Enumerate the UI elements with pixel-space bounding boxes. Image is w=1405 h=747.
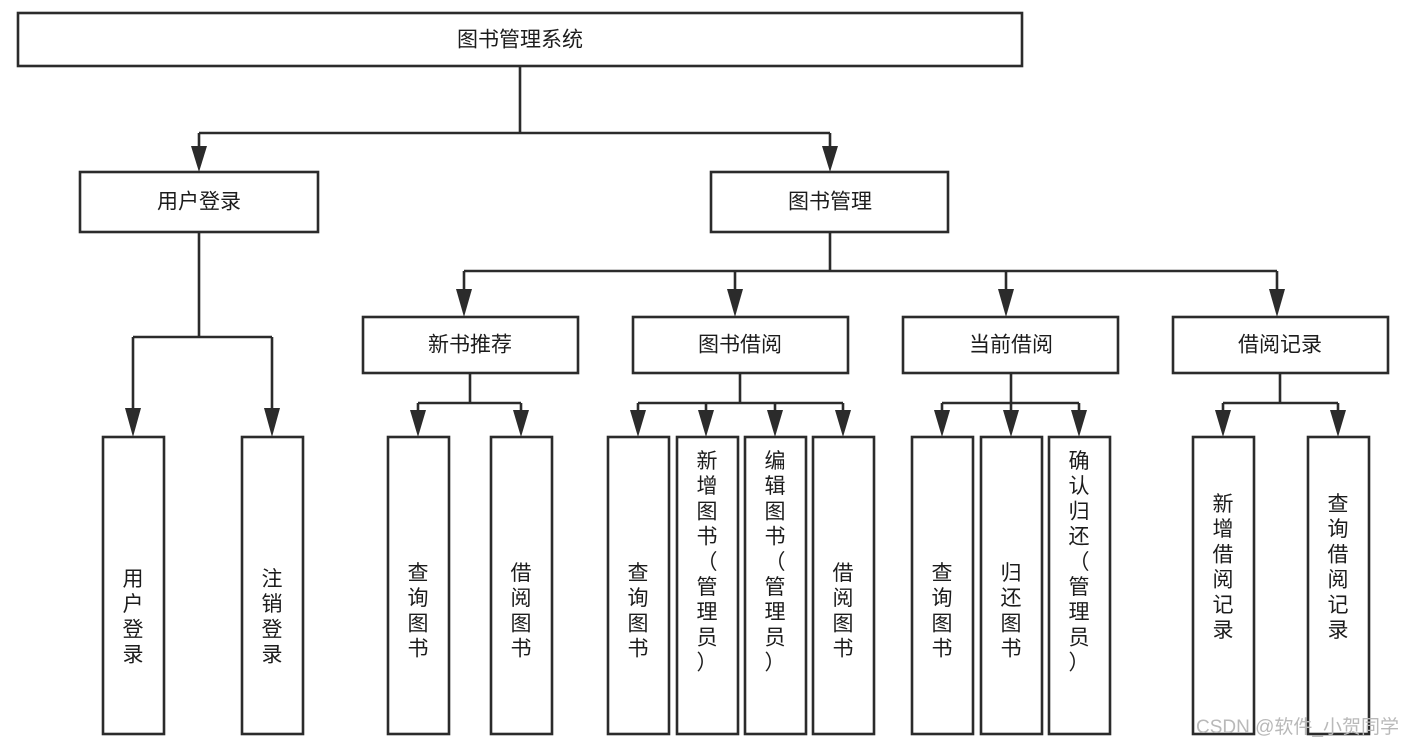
- arrow-head-leaf-logout-login: [264, 408, 280, 437]
- node-book-borrow-label: 图书借阅: [698, 334, 782, 357]
- node-leaf-query-book-2-box[interactable]: [606, 435, 671, 736]
- node-borrow-record-box[interactable]: [1171, 315, 1390, 375]
- arrow-head-book-manage: [822, 146, 838, 172]
- arrow-head-leaf-return-book: [1003, 410, 1019, 437]
- node-current-borrow-box[interactable]: [901, 315, 1120, 375]
- node-leaf-confirm-return[interactable]: 确认归还（管理员）: [1047, 435, 1112, 736]
- node-leaf-query-book-3[interactable]: 查询图书: [910, 435, 975, 736]
- node-leaf-user-login[interactable]: 用户登录: [101, 435, 166, 736]
- node-leaf-add-book-label: 新增图书（管理员）: [697, 450, 718, 675]
- node-leaf-logout-login-box[interactable]: [240, 435, 305, 736]
- node-leaf-query-book-3-label: 查询图书: [932, 562, 953, 661]
- node-leaf-confirm-return-box[interactable]: [1047, 435, 1112, 736]
- node-borrow-record-label: 借阅记录: [1238, 334, 1322, 357]
- node-leaf-borrow-book-1-box[interactable]: [489, 435, 554, 736]
- node-leaf-return-book[interactable]: 归还图书: [979, 435, 1044, 736]
- node-root-label: 图书管理系统: [457, 29, 583, 52]
- node-leaf-add-record-box[interactable]: [1191, 435, 1256, 736]
- arrow-head-leaf-query-record: [1330, 410, 1346, 437]
- arrow-head-leaf-query-book-3: [934, 410, 950, 437]
- connector-layer: [125, 66, 1346, 437]
- node-leaf-query-book-2[interactable]: 查询图书: [606, 435, 671, 736]
- arrow-head-user-login: [191, 146, 207, 172]
- node-leaf-borrow-book-1-label: 借阅图书: [511, 562, 532, 661]
- node-user-login[interactable]: 用户登录: [78, 170, 320, 234]
- node-leaf-query-book-1[interactable]: 查询图书: [386, 435, 451, 736]
- arrow-head-new-book-recommend: [456, 289, 472, 317]
- arrow-head-borrow-record: [1269, 289, 1285, 317]
- node-leaf-return-book-box[interactable]: [979, 435, 1044, 736]
- node-book-manage-box[interactable]: [709, 170, 950, 234]
- node-leaf-add-book-box[interactable]: [675, 435, 740, 736]
- node-leaf-borrow-book-2-label: 借阅图书: [833, 562, 854, 661]
- node-leaf-query-record[interactable]: 查询借阅记录: [1306, 435, 1371, 736]
- node-leaf-query-record-box[interactable]: [1306, 435, 1371, 736]
- arrow-head-leaf-borrow-book-1: [513, 410, 529, 437]
- arrow-head-current-borrow: [998, 289, 1014, 317]
- node-root-box[interactable]: [16, 11, 1024, 68]
- node-leaf-logout-login[interactable]: 注销登录: [240, 435, 305, 736]
- node-user-login-box[interactable]: [78, 170, 320, 234]
- node-new-book-recommend-box[interactable]: [361, 315, 580, 375]
- node-leaf-borrow-book-2[interactable]: 借阅图书: [811, 435, 876, 736]
- node-leaf-query-book-3-box[interactable]: [910, 435, 975, 736]
- arrow-head-leaf-query-book-1: [410, 410, 426, 437]
- node-book-borrow-box[interactable]: [631, 315, 850, 375]
- node-leaf-return-book-label: 归还图书: [1001, 562, 1022, 661]
- node-leaf-query-book-1-box[interactable]: [386, 435, 451, 736]
- node-book-borrow[interactable]: 图书借阅: [631, 315, 850, 375]
- node-leaf-edit-book-label: 编辑图书（管理员）: [765, 450, 786, 675]
- node-new-book-recommend[interactable]: 新书推荐: [361, 315, 580, 375]
- arrow-head-leaf-user-login: [125, 408, 141, 437]
- node-leaf-add-book[interactable]: 新增图书（管理员）: [675, 435, 740, 736]
- node-current-borrow-label: 当前借阅: [969, 334, 1053, 357]
- node-leaf-query-book-1-label: 查询图书: [408, 562, 429, 661]
- arrow-head-book-borrow: [727, 289, 743, 317]
- arrow-head-leaf-borrow-book-2: [835, 410, 851, 437]
- node-new-book-recommend-label: 新书推荐: [428, 334, 512, 357]
- node-book-manage-label: 图书管理: [788, 191, 872, 214]
- arrow-head-leaf-add-book: [698, 410, 714, 437]
- node-leaf-borrow-book-2-box[interactable]: [811, 435, 876, 736]
- node-leaf-logout-login-label: 注销登录: [262, 568, 283, 667]
- node-leaf-borrow-book-1[interactable]: 借阅图书: [489, 435, 554, 736]
- node-root[interactable]: 图书管理系统: [16, 11, 1024, 68]
- node-borrow-record[interactable]: 借阅记录: [1171, 315, 1390, 375]
- arrow-head-leaf-query-book-2: [630, 410, 646, 437]
- node-leaf-add-record-label: 新增借阅记录: [1213, 493, 1234, 642]
- node-leaf-confirm-return-label: 确认归还（管理员）: [1069, 450, 1090, 675]
- node-leaf-user-login-box[interactable]: [101, 435, 166, 736]
- node-leaf-edit-book[interactable]: 编辑图书（管理员）: [743, 435, 808, 736]
- arrow-head-leaf-add-record: [1215, 410, 1231, 437]
- node-leaf-query-record-label: 查询借阅记录: [1328, 493, 1349, 642]
- node-leaf-edit-book-box[interactable]: [743, 435, 808, 736]
- arrow-head-leaf-edit-book: [767, 410, 783, 437]
- node-leaf-add-record[interactable]: 新增借阅记录: [1191, 435, 1256, 736]
- node-leaf-query-book-2-label: 查询图书: [628, 562, 649, 661]
- node-leaf-user-login-label: 用户登录: [123, 568, 144, 667]
- node-book-manage[interactable]: 图书管理: [709, 170, 950, 234]
- csdn-watermark: CSDN @软件_小贺同学: [1196, 716, 1399, 738]
- node-user-login-label: 用户登录: [157, 191, 241, 214]
- arrow-head-leaf-confirm-return: [1071, 410, 1087, 437]
- node-current-borrow[interactable]: 当前借阅: [901, 315, 1120, 375]
